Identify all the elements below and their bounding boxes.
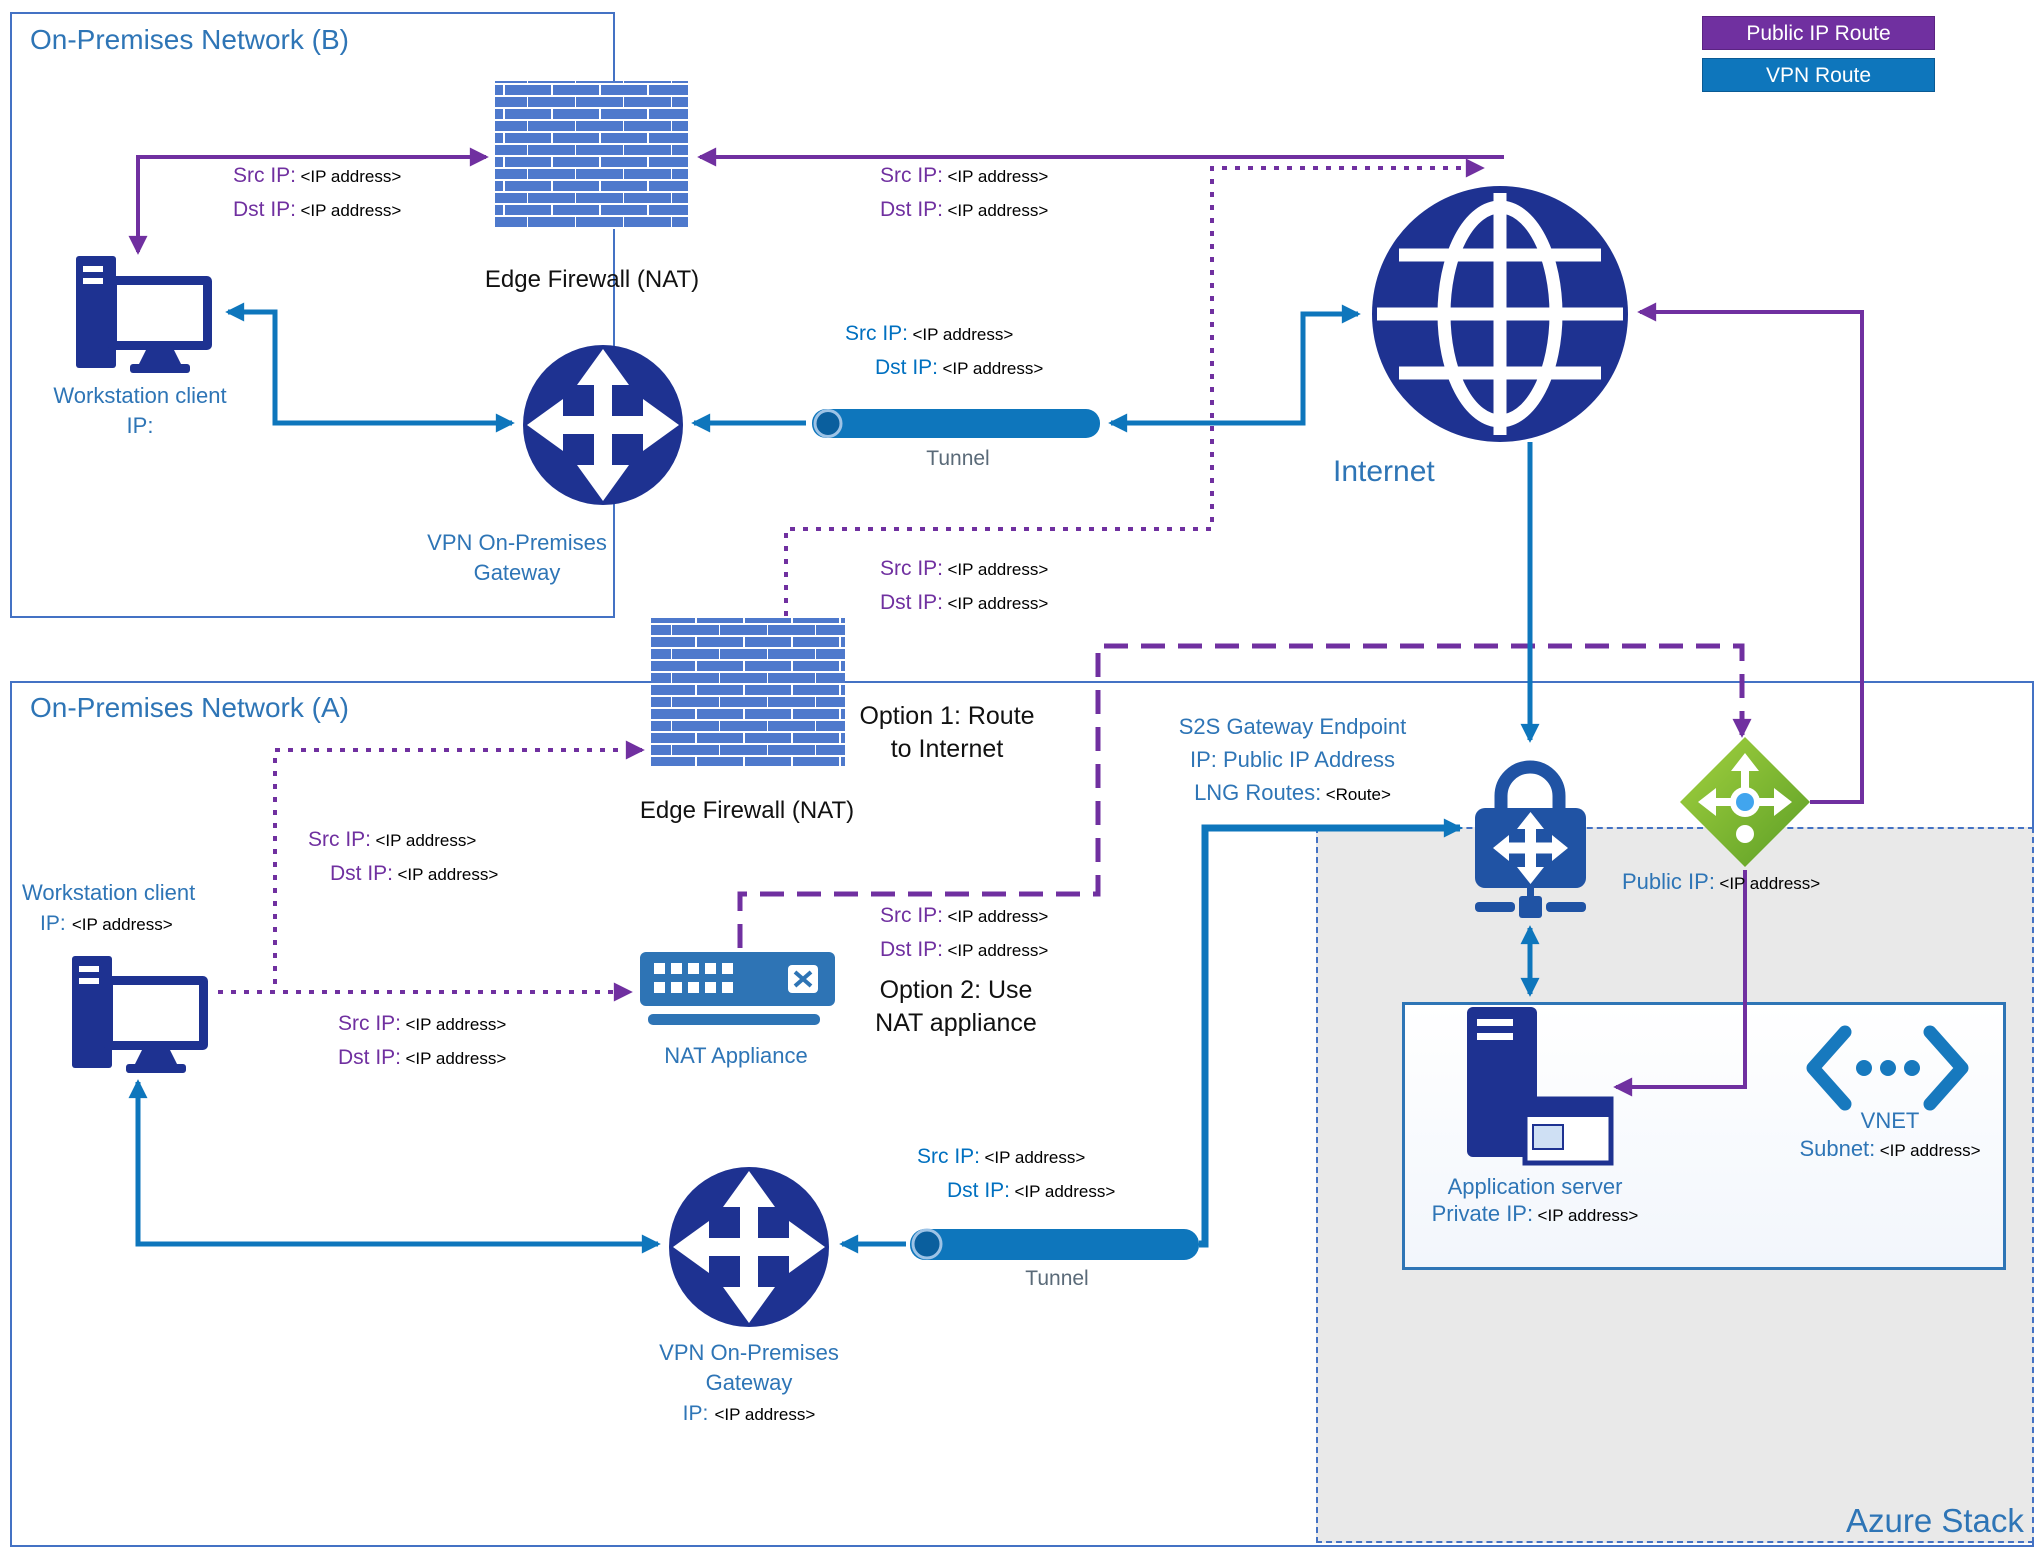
private-ip-label: Private IP: <IP address> <box>1431 1201 1639 1226</box>
application-server-icon <box>1467 1007 1611 1163</box>
public-route-public-ip-app-server <box>1613 870 1747 1097</box>
s2s-gateway-endpoint-text: S2S Gateway Endpoint IP: Public IP Addre… <box>1178 714 1407 805</box>
network-b-title: On-Premises Network (B) <box>30 24 349 55</box>
public-ip-label: Public IP: <IP address> <box>1622 869 1821 894</box>
public-route-workstation-b-firewall-b <box>128 147 489 255</box>
vpn-gateway-a-label: VPN On-Premises Gateway IP: <IP address> <box>659 1340 839 1425</box>
vnet-label: VNET <box>1860 1108 1920 1133</box>
s2s-gateway-icon <box>1475 767 1586 918</box>
ip-pair-internet-firewall-b: Src IP: <IP address> Dst IP: <IP address… <box>880 164 1049 221</box>
subnet-label: Subnet: <IP address> <box>1799 1136 1981 1161</box>
workstation-client-b-icon <box>76 256 212 373</box>
nat-appliance-label: NAT Appliance <box>664 1043 808 1068</box>
option1-text: Option 1: Route to Internet <box>859 702 1035 763</box>
azure-stack-label: Azure Stack <box>1846 1502 2024 1539</box>
option2-text: Option 2: Use NAT appliance <box>875 976 1037 1037</box>
workstation-client-a-icon <box>72 956 208 1073</box>
ip-pair-workstation-b-firewall: Src IP: <IP address> Dst IP: <IP address… <box>233 164 402 221</box>
legend-public-ip-route: Public IP Route <box>1702 16 1935 50</box>
tunnel-a-icon <box>910 1228 1199 1260</box>
legend-vpn-route: VPN Route <box>1702 58 1935 92</box>
vpn-route-workstation-b-gateway-b <box>225 302 515 433</box>
ip-pair-tunnel-b: Src IP: <IP address> Dst IP: <IP address… <box>845 322 1044 379</box>
vpn-route-tunnel-b-internet <box>1108 304 1361 433</box>
ip-pair-option1-internet: Src IP: <IP address> Dst IP: <IP address… <box>880 557 1049 614</box>
option1-route-firewall-a-internet <box>784 158 1485 616</box>
workstation-a-label: Workstation client IP: <IP address> <box>22 880 196 935</box>
vpn-gateway-b-label: VPN On-Premises Gateway <box>427 530 607 585</box>
edge-firewall-a-label: Edge Firewall (NAT) <box>639 797 855 824</box>
workstation-b-label: Workstation client IP: <box>53 383 227 438</box>
internet-label: Internet <box>1333 455 1435 488</box>
public-route-public-ip-internet <box>1637 302 1864 804</box>
tunnel-b-label: Tunnel <box>926 447 990 470</box>
network-a-title: On-Premises Network (A) <box>30 692 349 723</box>
tunnel-b-icon <box>812 409 1100 438</box>
ip-pair-workstation-a-firewall: Src IP: <IP address> Dst IP: <IP address… <box>308 828 499 885</box>
option2-route-nat-appliance-public-ip <box>737 643 1752 948</box>
nat-appliance-icon <box>638 950 837 1027</box>
vpn-gateway-a-icon <box>669 1167 829 1327</box>
vpn-gateway-b-icon <box>523 345 683 505</box>
edge-firewall-b-icon <box>495 81 688 229</box>
ip-pair-workstation-a-nat: Src IP: <IP address> Dst IP: <IP address… <box>338 1012 507 1069</box>
vpn-route-tunnel-a-s2s-gateway <box>1199 818 1463 1248</box>
ip-pair-tunnel-a: Src IP: <IP address> Dst IP: <IP address… <box>917 1145 1116 1202</box>
tunnel-a-label: Tunnel <box>1025 1267 1089 1290</box>
edge-firewall-b-label: Edge Firewall (NAT) <box>484 266 700 293</box>
ip-pair-option2-nat: Src IP: <IP address> Dst IP: <IP address… <box>880 904 1049 961</box>
application-server-label: Application server <box>1447 1174 1623 1199</box>
vnet-icon <box>1813 1032 1962 1104</box>
edge-firewall-a-icon <box>651 618 845 766</box>
public-ip-icon <box>1680 737 1810 867</box>
vpn-route-workstation-a-gateway-a <box>128 1079 661 1254</box>
internet-globe-icon <box>1372 186 1628 442</box>
